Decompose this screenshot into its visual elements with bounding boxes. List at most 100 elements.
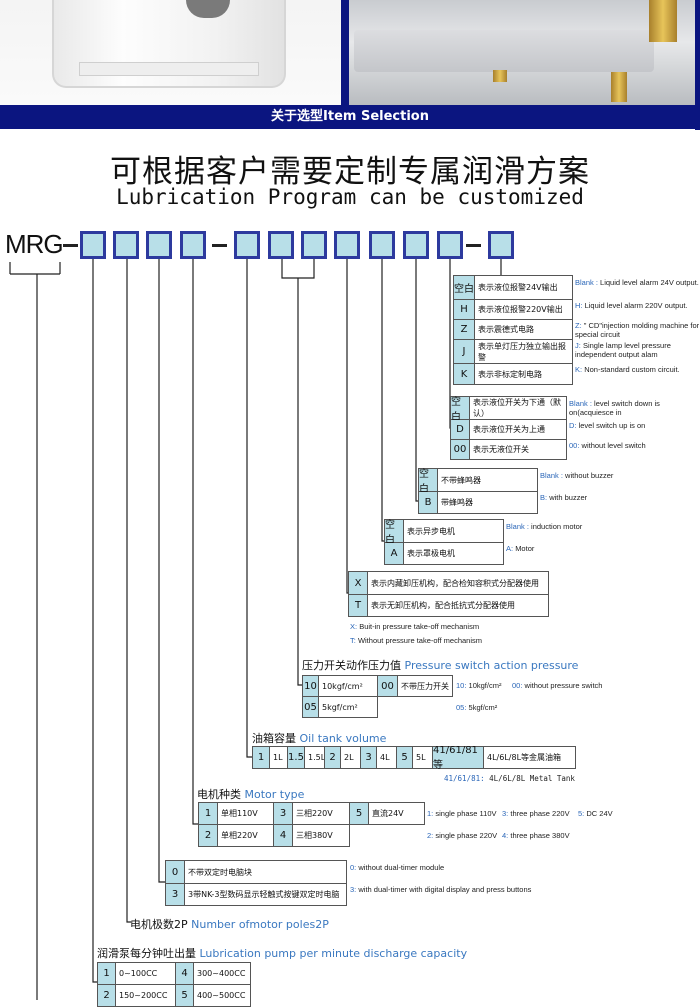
- option-code: A: [385, 543, 403, 564]
- option-code: 空白: [451, 397, 469, 423]
- motor-type-cell: 三相380V: [292, 824, 350, 847]
- oil-tank-cell: 2L: [340, 746, 361, 769]
- code-slot-9: [369, 231, 395, 259]
- option-code: B: [419, 492, 437, 513]
- code-slot-5: [234, 231, 260, 259]
- timer-note: 0: without dual-timer module: [350, 863, 445, 872]
- level-switch-note: D: level switch up is on: [569, 421, 646, 430]
- oil-tank-cell: 1: [252, 746, 270, 769]
- option-desc: 表示异步电机: [403, 520, 503, 542]
- motor-type-heading: 电机种类 Motor type: [197, 788, 305, 801]
- option-desc: 不带双定时电脑块: [184, 861, 346, 883]
- pressure-cell: 10kgf/cm²: [318, 675, 378, 697]
- pressure-cell: 5kgf/cm²: [318, 696, 378, 718]
- dash: [63, 244, 78, 247]
- option-desc: 表示单灯压力独立输出报警: [474, 340, 572, 363]
- oil-tank-cell: 1L: [269, 746, 288, 769]
- oil-tank-cell: 1.5: [287, 746, 305, 769]
- motor-type-cell: 1: [198, 802, 218, 825]
- photo-divider: [341, 0, 349, 105]
- option-desc: 带蜂鸣器: [437, 492, 537, 513]
- alarm-note: K: Non-standard custom circuit.: [575, 365, 680, 374]
- alarm-note: H: Liquid level alarm 220V output.: [575, 301, 688, 310]
- discharge-cell: 2: [97, 984, 116, 1007]
- level-switch-row: 空白表示液位开关为下通（默认）: [451, 397, 566, 423]
- discharge-cell: 150~200CC: [115, 984, 176, 1007]
- pressure-relief-note: X: Buit-in pressure take-off mechanism: [350, 622, 480, 631]
- option-desc: 表示液位报警24V输出: [474, 276, 572, 299]
- pressure-note: 00: without pressure switch: [512, 681, 603, 690]
- discharge-cell: 1: [97, 962, 116, 985]
- option-code: D: [451, 420, 469, 439]
- motor-type-cell: 4: [273, 824, 293, 847]
- buzzer-note: B: with buzzer: [540, 493, 588, 502]
- option-code: J: [454, 340, 474, 363]
- discharge-cell: 5: [175, 984, 194, 1007]
- code-slot-3: [146, 231, 172, 259]
- motor-type-cell: 2: [198, 824, 218, 847]
- motor-type-cell: 单相110V: [217, 802, 274, 825]
- code-slot-10: [403, 231, 429, 259]
- oil-tank-cell: 4L/6L/8L等金属油箱: [483, 746, 576, 769]
- pressure-note: 10: 10kgf/cm²: [456, 681, 502, 690]
- alarm-note: Z: " CD"injection molding machine for sp…: [575, 321, 700, 339]
- motor-type-cell: 直流24V: [368, 802, 425, 825]
- option-desc: 表示非标定制电路: [474, 364, 572, 384]
- oil-tank-cell: 3: [360, 746, 377, 769]
- motor-type-cell: 5: [349, 802, 369, 825]
- motor-type-note: 3: three phase 220V: [502, 809, 570, 818]
- option-desc: 表示无液位开关: [469, 440, 566, 459]
- code-slot-6: [268, 231, 294, 259]
- page-subtitle: Lubrication Program can be customized: [116, 185, 584, 209]
- dash: [466, 244, 481, 247]
- product-photo-pump: [349, 0, 695, 105]
- oil-tank-cell: 5: [396, 746, 413, 769]
- oil-tank-heading: 油箱容量 Oil tank volume: [252, 732, 387, 745]
- pressure-heading: 压力开关动作压力值 Pressure switch action pressur…: [302, 659, 579, 672]
- level-switch-note: Blank : level switch down is on(acquiesc…: [569, 399, 660, 417]
- oil-tank-cell: 1.5L: [304, 746, 325, 769]
- timer-note: 3: with dual-timer with digital display …: [350, 885, 532, 894]
- motor-type-cell: 3: [273, 802, 293, 825]
- level-switch-note: 00: without level switch: [569, 441, 646, 450]
- edge-bar: [695, 0, 700, 130]
- code-slot-7: [301, 231, 327, 259]
- motor-type-cell: 三相220V: [292, 802, 350, 825]
- motor-type-note: 5: DC 24V: [578, 809, 613, 818]
- option-desc: 表示内藏卸压机构，配合检知容积式分配器使用: [367, 572, 548, 594]
- option-desc: 表示无卸压机构，配合抵抗式分配器使用: [367, 595, 548, 616]
- option-desc: 不带蜂鸣器: [437, 469, 537, 491]
- oil-tank-note: 41/61/81: 4L/6L/8L Metal Tank: [444, 774, 575, 783]
- motor-poles-heading: 电机极数2P Number ofmotor poles2P: [130, 918, 329, 931]
- oil-tank-cell: 41/61/81等: [432, 745, 484, 771]
- option-code: H: [454, 300, 474, 319]
- discharge-cell: 400~500CC: [193, 984, 251, 1007]
- pressure-cell: 10: [302, 675, 319, 697]
- oil-tank-cell: 5L: [412, 746, 433, 769]
- motor-a-row: 空白表示异步电机: [385, 520, 503, 546]
- product-photo-tank: [0, 0, 341, 105]
- option-code: Z: [454, 320, 474, 339]
- discharge-cell: 4: [175, 962, 194, 985]
- discharge-cell: 300~400CC: [193, 962, 251, 985]
- option-code: X: [349, 572, 367, 594]
- motor-a-note: Blank : induction motor: [506, 522, 583, 531]
- alarm-row: 空白表示液位报警24V输出: [454, 276, 572, 299]
- pressure-relief-note: T: Without pressure take-off mechanism: [350, 636, 483, 645]
- option-code: K: [454, 364, 474, 384]
- option-desc: 表示罩极电机: [403, 543, 503, 564]
- oil-tank-cell: 4L: [376, 746, 397, 769]
- section-banner: 关于选型Item Selection: [0, 105, 700, 129]
